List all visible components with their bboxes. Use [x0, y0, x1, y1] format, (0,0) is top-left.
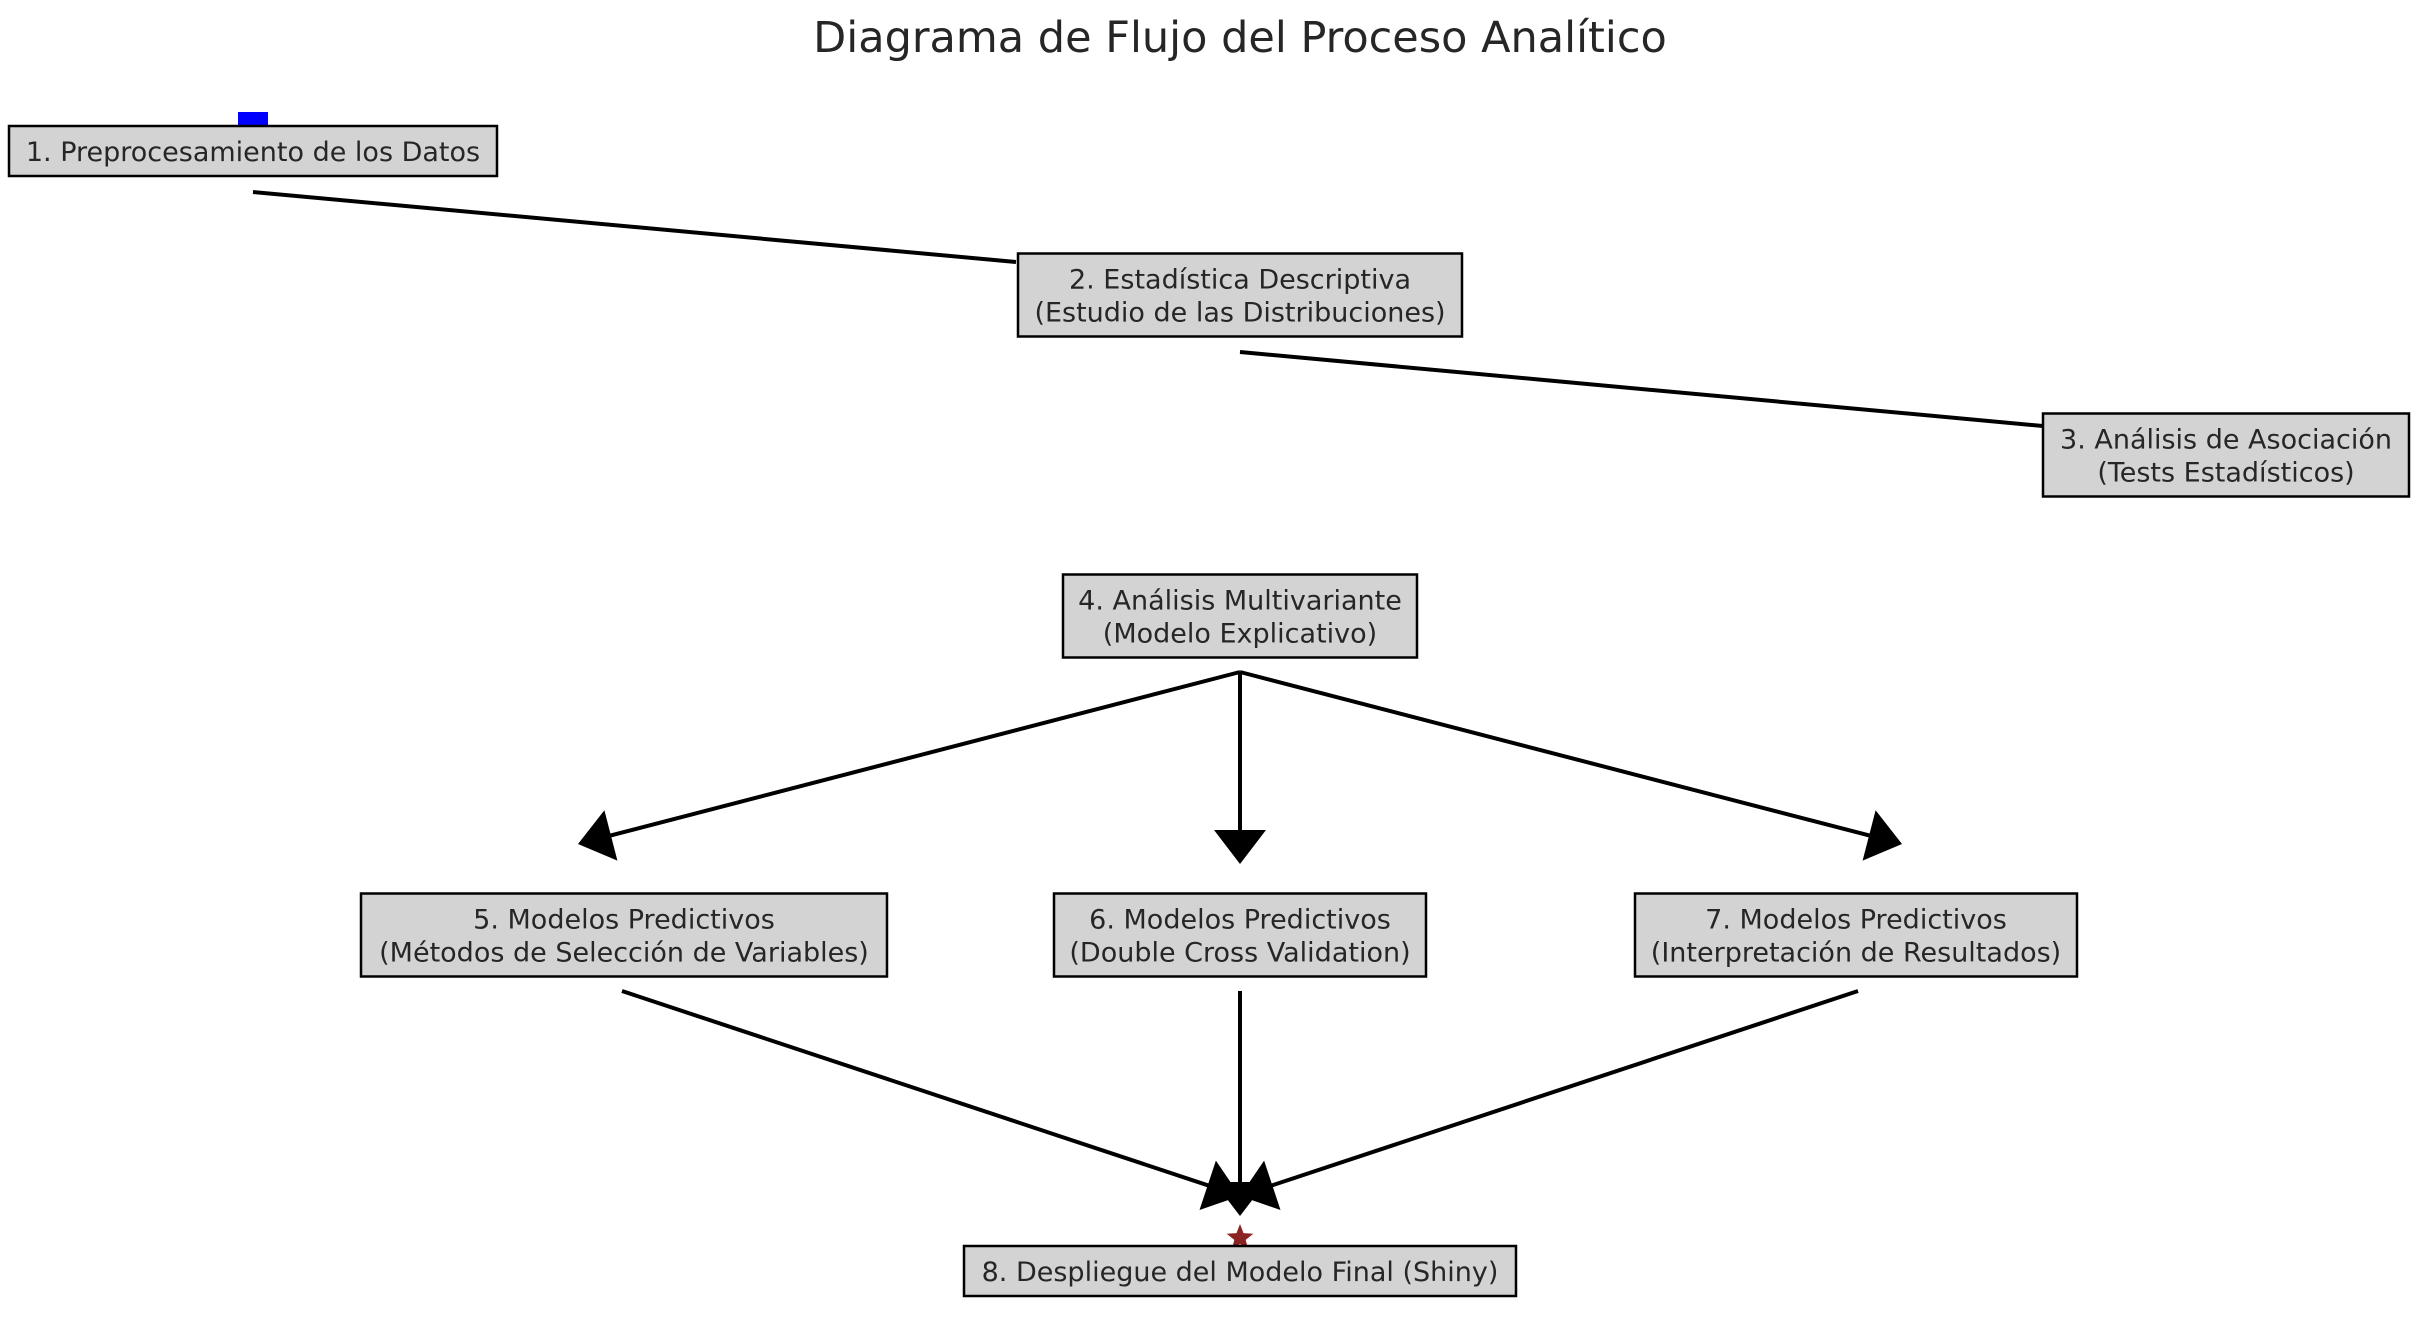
node-label: 1. Preprocesamiento de los Datos [26, 137, 480, 168]
node-n3: 3. Análisis de Asociación(Tests Estadíst… [2041, 412, 2411, 498]
diagram-title: Diagrama de Flujo del Proceso Analítico [813, 13, 1667, 63]
node-label: (Tests Estadísticos) [2097, 458, 2354, 489]
node-n6: 6. Modelos Predictivos(Double Cross Vali… [1052, 892, 1428, 978]
star-marker-icon [1226, 1224, 1254, 1250]
node-label: 8. Despliegue del Modelo Final (Shiny) [982, 1257, 1499, 1288]
node-box [962, 1244, 1518, 1298]
square-marker-icon [238, 112, 268, 126]
arrowhead-n4-to-n7 [1862, 810, 1902, 861]
edges-layer [252, 190, 2044, 1216]
node-box [1061, 573, 1419, 659]
node-label: (Interpretación de Resultados) [1651, 938, 2061, 969]
node-label: (Double Cross Validation) [1069, 938, 1410, 969]
node-box [1052, 892, 1428, 978]
node-label: 5. Modelos Predictivos [473, 905, 775, 936]
node-label: 4. Análisis Multivariante [1078, 586, 1402, 617]
node-label: (Estudio de las Distribuciones) [1034, 298, 1445, 329]
node-box [1016, 252, 1464, 338]
node-label: (Métodos de Selección de Variables) [379, 938, 869, 969]
node-box [1633, 892, 2079, 978]
node-n2: 2. Estadística Descriptiva(Estudio de la… [1016, 252, 1464, 338]
edge-n4-to-n7 [1239, 670, 1883, 841]
node-label: 7. Modelos Predictivos [1705, 905, 2007, 936]
node-n8: 8. Despliegue del Modelo Final (Shiny) [962, 1244, 1518, 1298]
node-box [2041, 412, 2411, 498]
edge-n5-to-n8 [621, 989, 1222, 1192]
node-box [359, 892, 889, 978]
arrowhead-n7-to-n8 [1240, 1160, 1281, 1210]
node-label: 2. Estadística Descriptiva [1069, 265, 1411, 296]
node-n7: 7. Modelos Predictivos(Interpretación de… [1633, 892, 2079, 978]
edge-n2-to-n3 [1239, 350, 2044, 428]
edge-n1-to-n2 [252, 190, 1017, 264]
node-box [7, 124, 499, 178]
edge-n4-to-n5 [597, 670, 1241, 841]
node-n4: 4. Análisis Multivariante(Modelo Explica… [1061, 573, 1419, 659]
arrowhead-n4-to-n6 [1214, 830, 1266, 864]
node-n1: 1. Preprocesamiento de los Datos [7, 124, 499, 178]
node-n5: 5. Modelos Predictivos(Métodos de Selecc… [359, 892, 889, 978]
edge-n7-to-n8 [1258, 989, 1859, 1192]
node-label: 6. Modelos Predictivos [1089, 905, 1391, 936]
nodes-layer: 1. Preprocesamiento de los Datos 2. Estad… [7, 124, 2411, 1298]
node-label: 3. Análisis de Asociación [2060, 425, 2392, 456]
markers-layer [238, 112, 1254, 1250]
node-label: (Modelo Explicativo) [1103, 619, 1377, 650]
arrowhead-n4-to-n5 [578, 810, 618, 861]
